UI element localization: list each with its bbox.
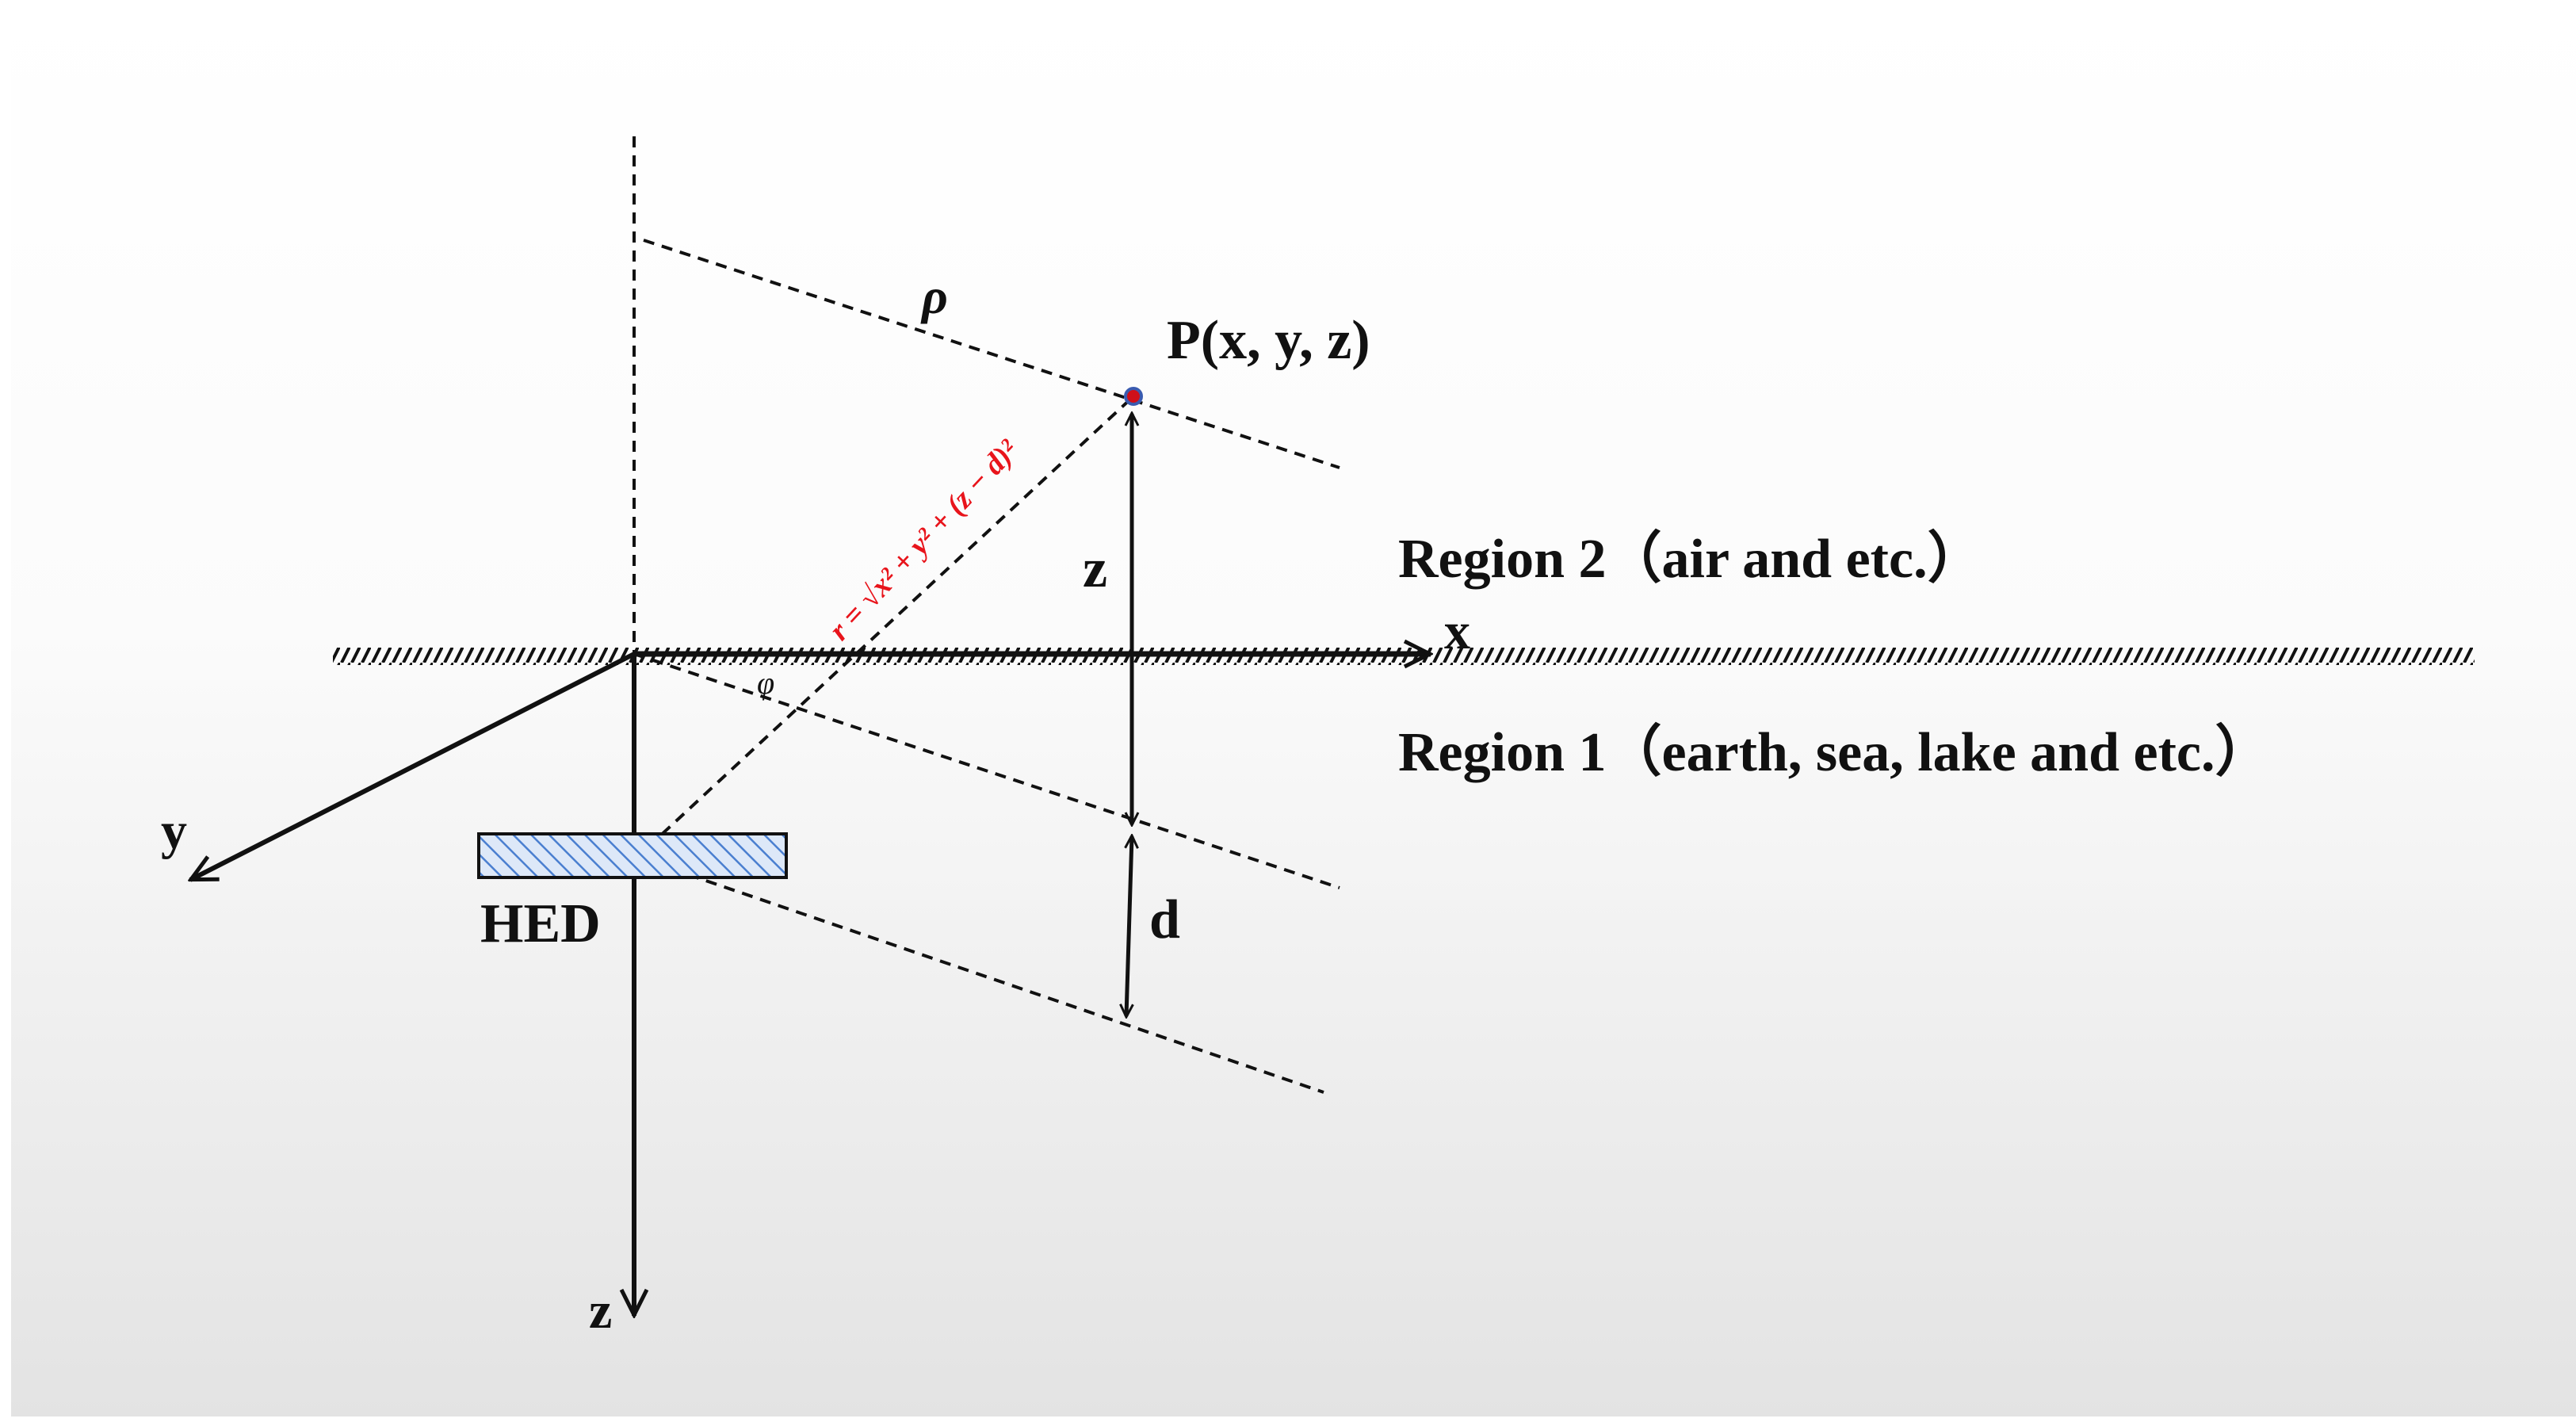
x-axis-label: x — [1444, 602, 1470, 660]
rho-label: ρ — [920, 268, 948, 324]
y-axis-arrow — [190, 652, 636, 882]
hed-label: HED — [480, 893, 601, 954]
y-axis-label: y — [161, 802, 187, 860]
projection-dashed-line-1 — [633, 652, 1340, 889]
z-axis-label: z — [589, 1282, 612, 1340]
point-p-marker — [1124, 387, 1143, 406]
phi-label: φ — [757, 665, 774, 701]
rho-dashed-line — [643, 239, 1340, 469]
z-height-label: z — [1083, 538, 1107, 599]
region-1-label: Region 1（earth, sea, lake and etc.） — [1398, 721, 2270, 783]
d-depth-arrow — [1126, 836, 1132, 1016]
d-depth-label: d — [1149, 889, 1180, 950]
point-label: P(x, y, z) — [1167, 310, 1370, 371]
background — [11, 0, 2576, 1416]
projection-dashed-line-2 — [633, 854, 1324, 1094]
hed-rectangle — [477, 832, 788, 879]
region-2-label: Region 2（air and etc.） — [1398, 528, 1983, 590]
